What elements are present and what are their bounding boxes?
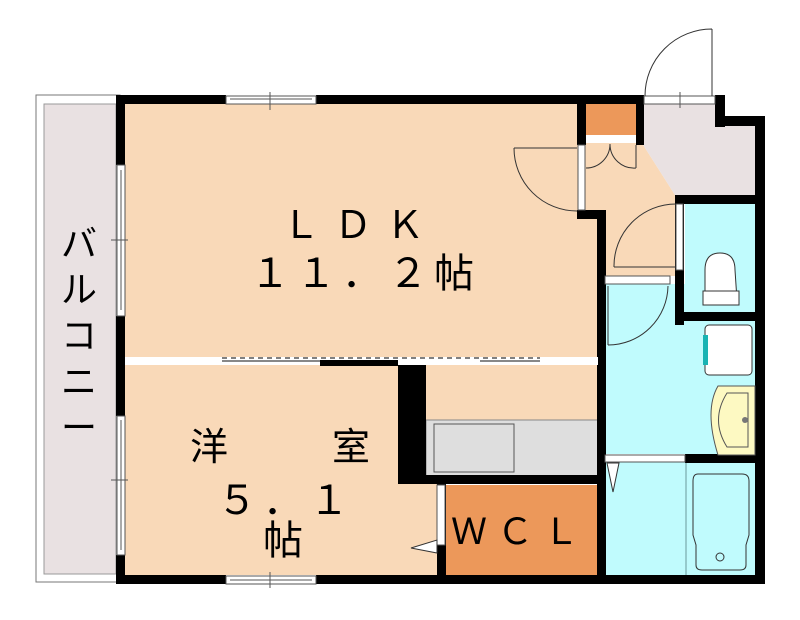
wash-basin <box>710 385 756 456</box>
balcony-char: ー <box>60 408 97 449</box>
openings <box>111 92 716 588</box>
wcl-label: ＷＣＬ <box>450 512 589 553</box>
western-room-size: ５．１帖 <box>217 478 355 564</box>
western-room-label: 洋 室 <box>190 428 370 466</box>
sliding-partition <box>125 357 598 366</box>
balcony-char: ニ <box>60 362 97 403</box>
toilet-fixture <box>702 252 740 306</box>
ldk-label: ＬＤＫ <box>281 203 438 247</box>
bathtub <box>692 473 750 571</box>
washing-machine <box>703 324 753 376</box>
ldk-size: １１．２帖 <box>250 251 480 297</box>
balcony <box>35 94 121 583</box>
balcony-char: コ <box>60 316 97 357</box>
balcony-label: バ ル コ ニ ー <box>56 222 102 452</box>
door-swings <box>410 28 713 554</box>
western-room-label-left: 洋 <box>190 425 229 469</box>
balcony-char: バ <box>60 224 97 265</box>
balcony-char: ル <box>60 270 97 311</box>
western-room-label-right: 室 <box>331 425 370 469</box>
